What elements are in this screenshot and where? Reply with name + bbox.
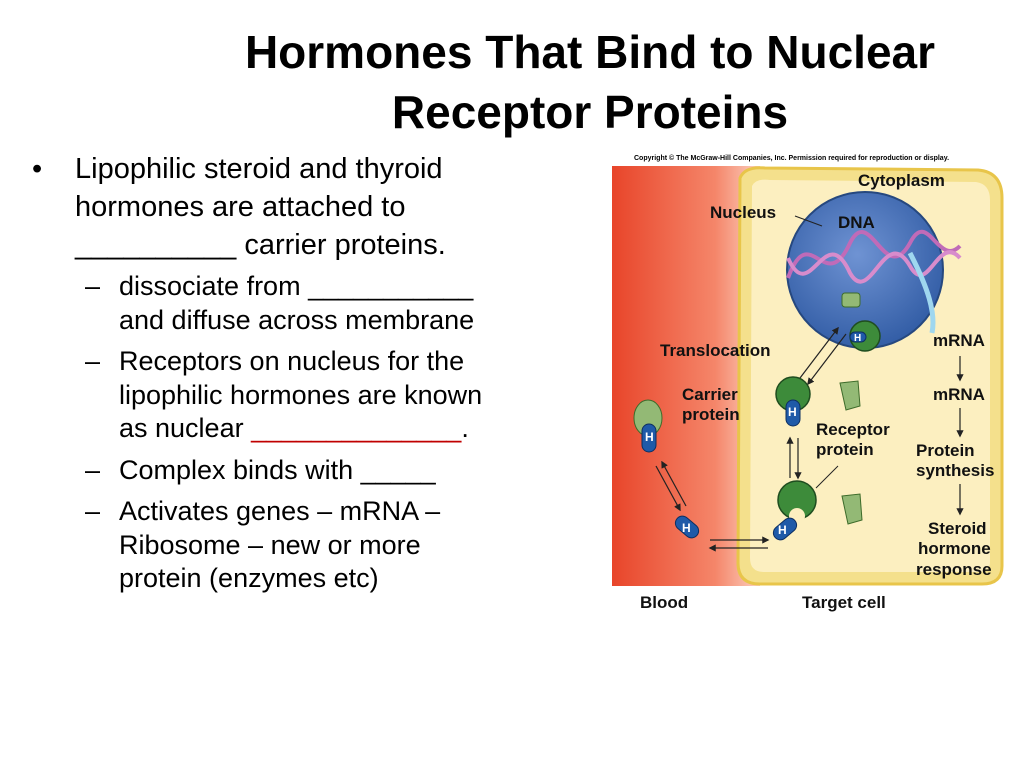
hormone-in-nucleus	[849, 331, 867, 343]
hormone-free-blood	[674, 515, 700, 539]
sub-bullet-2: – Receptors on nucleus for the lipophili…	[85, 346, 483, 443]
label-blood: Blood	[640, 593, 688, 612]
label-carrier-line1: Carrier	[682, 385, 738, 404]
label-receptor-line1: Receptor	[816, 420, 890, 439]
sub-bullet-2-text: Receptors on nucleus for the lipophilic …	[119, 346, 483, 443]
bullet-dot: •	[32, 153, 43, 185]
label-nucleus: Nucleus	[710, 203, 776, 222]
arrow-translocation-out	[807, 333, 847, 386]
label-mrna-inside: mRNA	[933, 331, 985, 350]
label-mrna-outside: mRNA	[933, 385, 985, 404]
hormone-on-carrier	[641, 423, 657, 453]
sub-bullet-3: – Complex binds with _____	[85, 454, 436, 485]
sub-bullet-1-text: dissociate from ___________ and diffuse …	[119, 271, 475, 335]
hormone-in-complex	[785, 399, 801, 427]
copyright-text: Copyright © The McGraw-Hill Companies, I…	[634, 154, 949, 162]
arrow-translocation-in	[799, 326, 839, 379]
slide-title: Hormones That Bind to Nuclear Receptor P…	[150, 22, 1024, 142]
receptor-protein-free	[839, 380, 861, 411]
label-target-cell: Target cell	[802, 593, 886, 612]
label-carrier-line2: protein	[682, 405, 740, 424]
sub-bullet-4: – Activates genes – mRNA –Ribosome – new…	[85, 496, 441, 593]
hormone-letter-2: H	[788, 405, 797, 419]
label-steroid-line1: Steroid	[928, 519, 987, 538]
mrna-strand	[907, 251, 936, 334]
hormone-letter-4: H	[682, 521, 691, 535]
sub-bullet-2-end: .	[461, 413, 469, 443]
bullet-main-text: Lipophilic steroid and thyroid hormones …	[75, 153, 446, 261]
label-translocation: Translocation	[660, 341, 771, 360]
label-protein-line1: Protein	[916, 441, 975, 460]
arrow-dissociate	[655, 465, 681, 512]
dna-strand-1	[786, 229, 962, 279]
arrow-associate	[661, 460, 687, 507]
dna-strand-2	[786, 250, 962, 284]
bullet-list: • Lipophilic steroid and thyroid hormone…	[28, 150, 498, 604]
title-line-2: Receptor Proteins	[391, 86, 789, 138]
receptor-partner	[841, 493, 863, 525]
label-receptor-line2: protein	[816, 440, 874, 459]
hormone-letter-3: H	[778, 523, 787, 537]
hormone-free-cell	[772, 517, 798, 541]
label-protein-line2: synthesis	[916, 461, 994, 480]
sub-bullet-2-blank: ______________	[251, 413, 462, 443]
sub-bullet-3-text: Complex binds with _____	[119, 454, 436, 485]
blood-region	[612, 166, 760, 586]
label-steroid-line2: hormone	[918, 539, 991, 558]
dna-binding-site	[841, 292, 861, 308]
title-line-1: Hormones That Bind to Nuclear	[244, 26, 936, 78]
sub-bullet-1: – dissociate from ___________ and diffus…	[85, 271, 475, 335]
hormone-letter-5: H	[645, 430, 654, 444]
hormone-letter-1: H	[854, 333, 861, 344]
label-dna: DNA	[838, 213, 875, 232]
nuclear-receptor-figure: Copyright © The McGraw-Hill Companies, I…	[612, 154, 1004, 612]
sub-bullet-4-text: Activates genes – mRNA –Ribosome – new o…	[119, 496, 441, 593]
label-cytoplasm: Cytoplasm	[858, 171, 945, 190]
label-steroid-line3: response	[916, 560, 992, 579]
bullet-main: • Lipophilic steroid and thyroid hormone…	[28, 150, 498, 264]
